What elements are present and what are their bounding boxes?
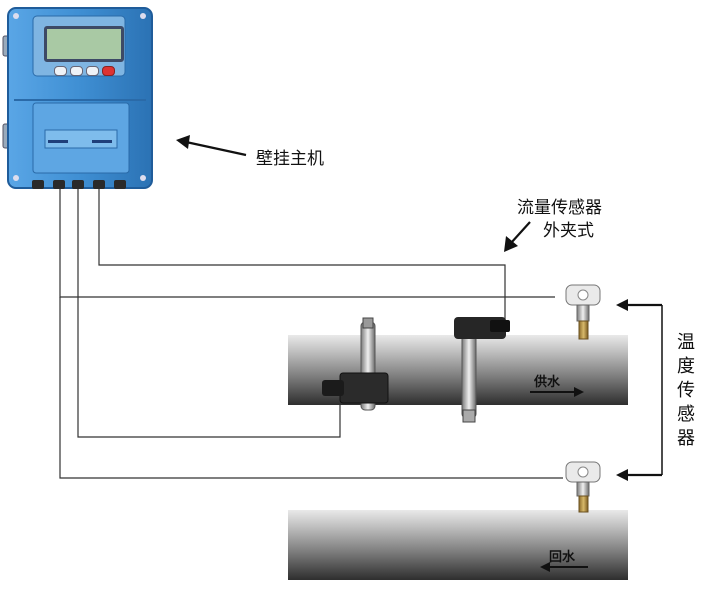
wire-to-transducer — [77, 188, 341, 438]
ultrasonic-transducer-icon — [322, 317, 510, 404]
temp-sensor-char-5: 器 — [677, 428, 695, 449]
supply-label: 供水 — [534, 375, 561, 390]
host-label: 壁挂主机 — [256, 149, 324, 169]
wire-to-flow-sensor — [98, 188, 506, 322]
down-button[interactable] — [86, 66, 99, 76]
arrow-to-flow-sensor — [510, 221, 531, 244]
temp-sensor-char-4: 感 — [677, 404, 695, 425]
lcd-display — [44, 26, 124, 62]
supply-temperature-probe-icon — [565, 284, 601, 340]
temp-sensor-char-3: 传 — [677, 380, 695, 401]
flow-sensor-label: 流量传感器 — [517, 198, 602, 218]
wire-to-return-temp — [59, 297, 563, 479]
return-label: 回水 — [549, 550, 576, 565]
flow-direction-arrows — [530, 387, 588, 572]
flow-sensor-type-label: 外夹式 — [543, 221, 594, 241]
return-temperature-probe-icon — [565, 461, 601, 513]
callout-arrows — [176, 135, 663, 481]
return-pipe — [288, 510, 628, 580]
temp-sensor-char-1: 温 — [677, 332, 695, 353]
wire-to-supply-temp — [59, 188, 555, 298]
cable-glands — [32, 180, 126, 189]
up-button[interactable] — [70, 66, 83, 76]
wires — [59, 188, 563, 479]
menu-button[interactable] — [54, 66, 67, 76]
arrow-to-host — [185, 140, 247, 157]
temp-sensor-char-2: 度 — [677, 356, 695, 377]
enter-button[interactable] — [102, 66, 115, 76]
